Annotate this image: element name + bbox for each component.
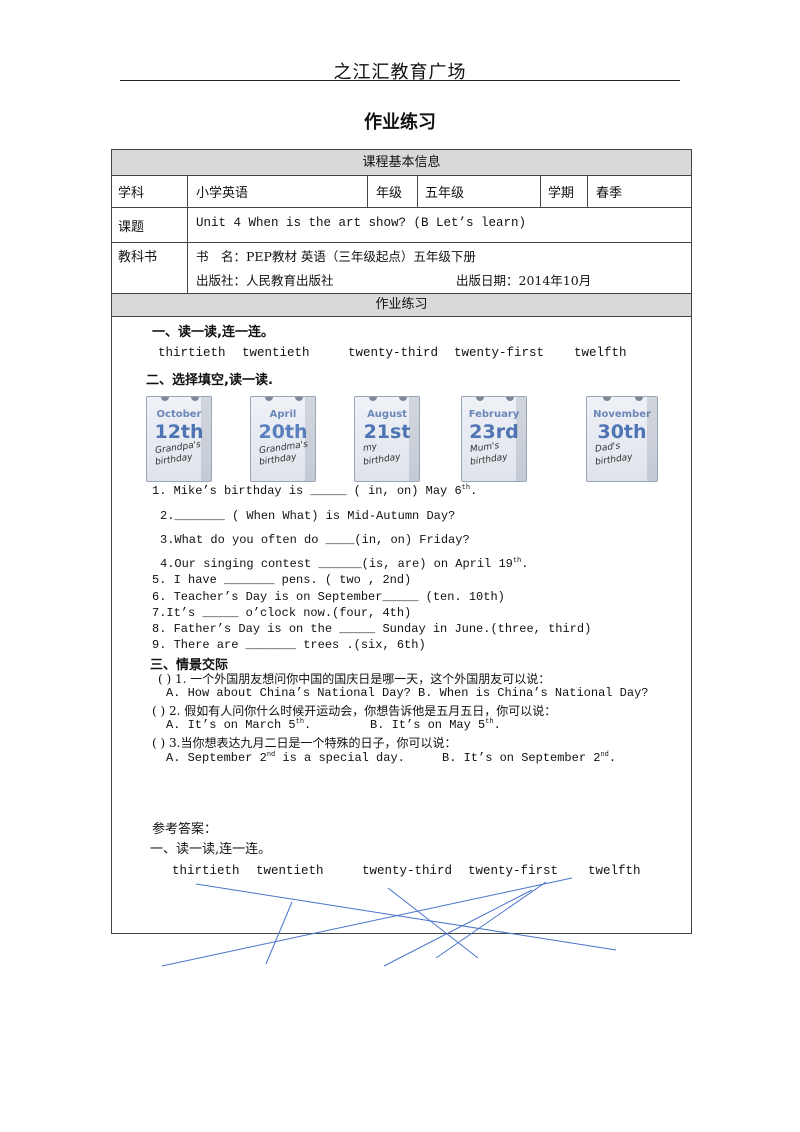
communication-1: ( ) 1. 一个外国朋友想问你中国的国庆日是哪一天，这个外国朋友可以说： xyxy=(158,672,551,686)
word-thirtieth: thirtieth xyxy=(158,346,226,360)
section-3-title: 三、情景交际 xyxy=(150,658,229,673)
word-twenty-first: twenty-first xyxy=(454,346,545,360)
communication-3: ( ) 3.当你想表达九月二日是一个特殊的日子，你可以说： xyxy=(152,736,457,750)
question-6: 6. Teacher’s Day is on September_____ (t… xyxy=(152,590,505,604)
term-label: 学期 xyxy=(548,186,575,201)
calendar-card-august: August 21st my birthday xyxy=(354,396,420,482)
communication-2-option-b: B. It’s on May 5th. xyxy=(370,718,501,732)
col-divider xyxy=(367,176,368,207)
col-divider xyxy=(187,176,188,293)
publication-date: 出版日期：2014年10月 xyxy=(456,273,592,288)
question-5: 5. I have _______ pens. ( two , 2nd) xyxy=(152,573,412,587)
question-3: 3.What do you often do ____(in, on) Frid… xyxy=(160,533,470,547)
match-line-5 xyxy=(387,887,479,959)
row-divider xyxy=(112,207,691,208)
brand-header: 之江汇教育广场 xyxy=(333,62,467,83)
communication-2: ( ) 2. 假如有人问你什么时候开运动会，你想告诉他是五月五日，你可以说： xyxy=(152,704,557,718)
col-divider xyxy=(587,176,588,207)
communication-2-option-a: A. It’s on March 5th. xyxy=(166,718,312,732)
publisher: 出版社：人民教育出版社 xyxy=(196,273,334,288)
calendar-card-october: October 12th Grandpa's birthday xyxy=(146,396,212,482)
match-line-3 xyxy=(161,877,573,967)
calendar-card-april: April 20th Grandma's birthday xyxy=(250,396,316,482)
grade-label: 年级 xyxy=(376,186,403,201)
answer-key-label: 参考答案： xyxy=(152,822,218,837)
calendar-card-november: November 30th Dad's birthday xyxy=(586,396,658,482)
question-7: 7.It’s _____ o’clock now.(four, 4th) xyxy=(152,606,412,620)
topic-value: Unit 4 When is the art show? (B Let’s le… xyxy=(196,216,527,230)
term-value: 春季 xyxy=(596,186,623,201)
question-4: 4.Our singing contest ______(is, are) on… xyxy=(160,557,529,571)
communication-3-option-b: B. It’s on September 2nd. xyxy=(442,751,617,765)
subject-label: 学科 xyxy=(118,186,145,201)
row-divider xyxy=(112,242,691,243)
section-2-title: 二、选择填空,读一读. xyxy=(146,373,273,388)
col-divider xyxy=(540,176,541,207)
answer-section-1-title: 一、读一读,连一连。 xyxy=(150,842,272,857)
textbook-label: 教科书 xyxy=(118,250,158,265)
question-1: 1. Mike’s birthday is _____ ( in, on) Ma… xyxy=(152,484,478,498)
word-twenty-third: twenty-third xyxy=(348,346,439,360)
grade-value: 五年级 xyxy=(425,186,465,201)
question-8: 8. Father’s Day is on the _____ Sunday i… xyxy=(152,622,592,636)
col-divider xyxy=(417,176,418,207)
worksheet-frame xyxy=(111,149,692,934)
question-9: 9. There are _______ trees .(six, 6th) xyxy=(152,638,426,652)
match-line-4 xyxy=(383,889,533,967)
topic-label: 课题 xyxy=(118,220,145,235)
match-line-1 xyxy=(195,883,617,951)
communication-1-options: A. How about China’s National Day? B. Wh… xyxy=(166,686,649,700)
question-2: 2._______ ( When What) is Mid-Autumn Day… xyxy=(160,509,456,523)
answer-word-thirtieth: thirtieth xyxy=(172,864,240,878)
subject-value: 小学英语 xyxy=(196,186,249,201)
communication-3-option-a: A. September 2nd is a special day. xyxy=(166,751,405,765)
calendar-card-february: February 23rd Mum's birthday xyxy=(461,396,527,482)
match-line-6 xyxy=(435,881,547,959)
match-line-2 xyxy=(265,901,293,965)
word-twelfth: twelfth xyxy=(574,346,627,360)
document-title: 作业练习 xyxy=(364,112,436,133)
section-1-title: 一、读一读,连一连。 xyxy=(152,325,274,340)
word-twentieth: twentieth xyxy=(242,346,310,360)
book-name: 书 名：PEP教材 英语（三年级起点）五年级下册 xyxy=(196,249,476,264)
answer-word-twenty-first: twenty-first xyxy=(468,864,559,878)
answer-word-twenty-third: twenty-third xyxy=(362,864,453,878)
exercise-band: 作业练习 xyxy=(112,293,691,317)
answer-word-twelfth: twelfth xyxy=(588,864,641,878)
header-rule xyxy=(120,80,680,81)
answer-word-twentieth: twentieth xyxy=(256,864,324,878)
course-info-band: 课程基本信息 xyxy=(112,150,691,176)
